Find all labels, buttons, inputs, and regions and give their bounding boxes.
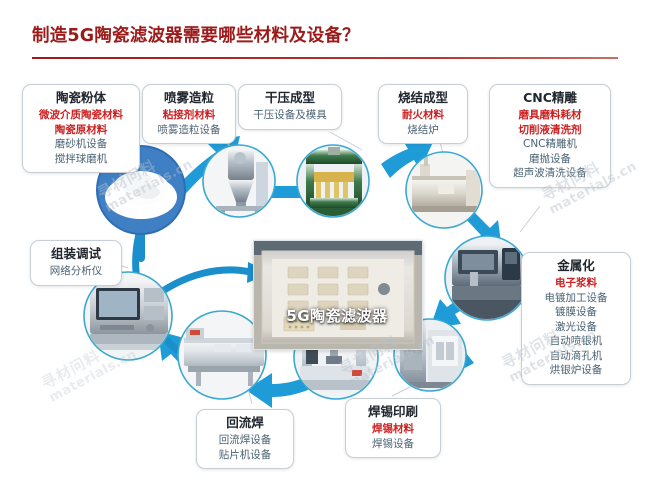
callout-title: 烧结成型 bbox=[397, 90, 448, 105]
callout-ceramic-powder[interactable]: 陶瓷粉体 微波介质陶瓷材料 陶瓷原材料 磨砂机设备 搅拌球磨机 bbox=[22, 84, 140, 173]
node-cnc-machine bbox=[444, 235, 530, 321]
callout-title: 喷雾造粒 bbox=[163, 90, 214, 105]
callout-dry-pressing[interactable]: 干压成型 干压设备及模具 bbox=[238, 84, 342, 130]
callout-item: 磨砂机设备 bbox=[54, 138, 108, 150]
callout-title: 金属化 bbox=[557, 258, 595, 273]
center-product-label: 5G陶瓷滤波器 bbox=[286, 307, 388, 325]
callout-title: CNC精雕 bbox=[523, 90, 577, 105]
callout-item: 焊锡设备 bbox=[372, 437, 414, 450]
node-sintering-furnace bbox=[405, 151, 483, 229]
callout-item: 电镀加工设备 bbox=[544, 291, 608, 304]
callout-item: 陶瓷原材料 bbox=[54, 123, 108, 136]
callout-item: 贴片机设备 bbox=[218, 448, 272, 461]
callout-spray-granulation[interactable]: 喷雾造粒 粘接剂材料 喷雾造粒设备 bbox=[142, 84, 236, 144]
callout-item: 耐火材料 bbox=[402, 109, 444, 121]
center-product-photo bbox=[253, 240, 423, 350]
callout-item: 镀膜设备 bbox=[555, 306, 597, 318]
callout-sintering[interactable]: 烧结成型 耐火材料 烧结炉 bbox=[378, 84, 468, 144]
ceramic-filter-tray-photo bbox=[254, 241, 422, 349]
callout-title: 干压成型 bbox=[264, 90, 315, 105]
callout-item: 网络分析仪 bbox=[49, 265, 103, 277]
callout-assembly-tuning[interactable]: 组装调试 网络分析仪 bbox=[30, 240, 122, 286]
callout-item: 磨抛设备 bbox=[529, 152, 571, 165]
page-title: 制造5G陶瓷滤波器需要哪些材料及设备？ bbox=[32, 26, 360, 46]
callout-item: 激光设备 bbox=[555, 320, 597, 333]
callout-title: 回流焊 bbox=[226, 415, 264, 430]
node-spray-granulator bbox=[202, 144, 276, 218]
callout-item: 粘接剂材料 bbox=[162, 109, 216, 121]
callout-solder-printing[interactable]: 焊锡印刷 焊锡材料 焊锡设备 bbox=[345, 398, 441, 458]
callout-reflow-soldering[interactable]: 回流焊 回流焊设备 贴片机设备 bbox=[196, 409, 294, 469]
callout-item: 搅拌球磨机 bbox=[54, 152, 108, 165]
arrow-solder-to-reflow bbox=[246, 373, 310, 408]
callout-title: 组装调试 bbox=[50, 246, 101, 261]
node-network-analyzer bbox=[83, 271, 173, 361]
node-dry-press bbox=[296, 144, 370, 218]
callout-item: 微波介质陶瓷材料 bbox=[39, 109, 123, 121]
callout-item: 电子浆料 bbox=[555, 277, 597, 289]
callout-item: 烘银炉设备 bbox=[549, 364, 603, 376]
header: 制造5G陶瓷滤波器需要哪些材料及设备？ bbox=[0, 0, 650, 66]
callout-item: 焊锡材料 bbox=[372, 423, 414, 435]
callout-metallization[interactable]: 金属化 电子浆料 电镀加工设备 镀膜设备 激光设备 自动喷银机 自动滴孔机 烘银… bbox=[521, 252, 631, 385]
callout-item: 磨具磨料耗材 bbox=[518, 109, 582, 121]
callout-item: 自动喷银机 bbox=[549, 335, 603, 347]
callout-title: 焊锡印刷 bbox=[367, 404, 418, 419]
callout-title: 陶瓷粉体 bbox=[55, 90, 106, 105]
callout-item: 烧结炉 bbox=[407, 123, 439, 136]
callout-item: 超声波清洗设备 bbox=[513, 167, 587, 179]
node-reflow-oven bbox=[177, 310, 267, 400]
callout-cnc-engraving[interactable]: CNC精雕 磨具磨料耗材 切削液清洗剂 CNC精雕机 磨抛设备 超声波清洗设备 bbox=[489, 84, 611, 188]
callout-item: 切削液清洗剂 bbox=[518, 123, 582, 136]
callout-item: CNC精雕机 bbox=[522, 138, 578, 150]
title-underline bbox=[32, 57, 618, 59]
callout-item: 回流焊设备 bbox=[218, 434, 272, 446]
callout-item: 自动滴孔机 bbox=[549, 349, 603, 362]
callout-item: 干压设备及模具 bbox=[253, 109, 327, 121]
callout-item: 喷雾造粒设备 bbox=[157, 123, 221, 136]
